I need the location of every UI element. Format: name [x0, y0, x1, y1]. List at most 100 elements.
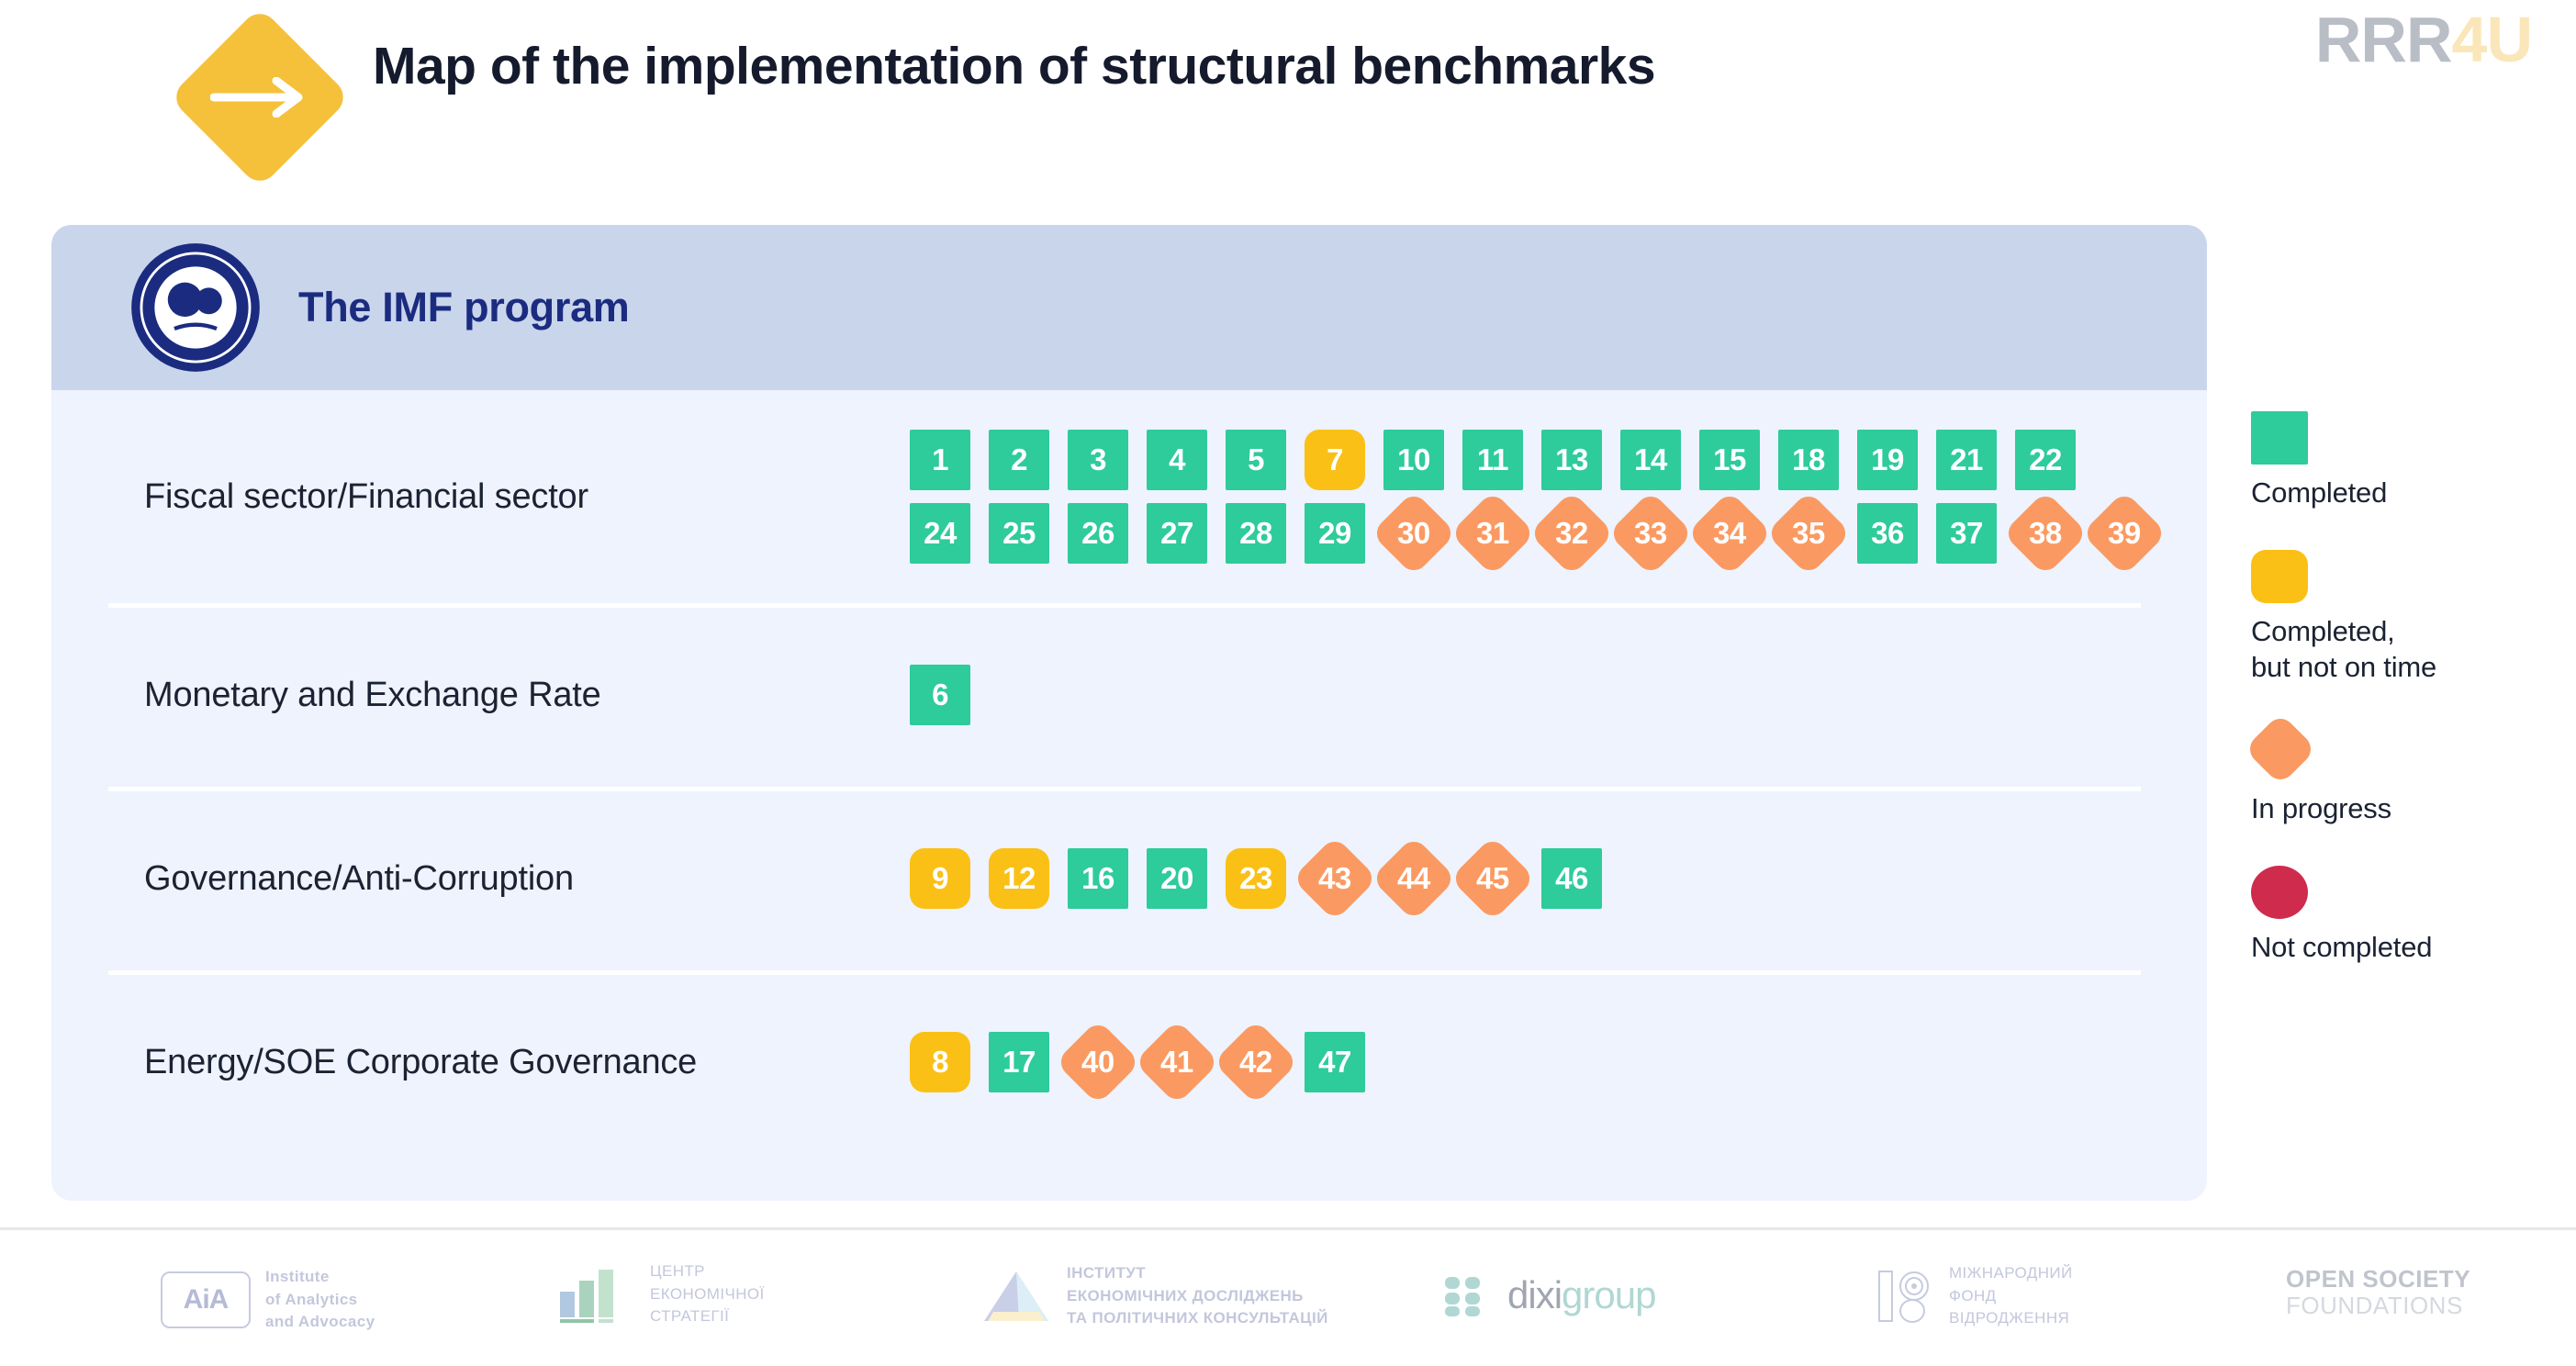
- benchmark-badge-21[interactable]: 21: [1936, 430, 1997, 490]
- legend-swatch-rounded-square: [2251, 549, 2308, 603]
- category-label: Governance/Anti-Corruption: [144, 858, 574, 898]
- benchmark-number: 31: [1476, 516, 1509, 550]
- benchmark-badge-12[interactable]: 12: [989, 848, 1049, 909]
- benchmark-number: 15: [1713, 442, 1746, 476]
- open-society-foundations-logo: OPEN SOCIETY FOUNDATIONS: [2286, 1265, 2470, 1320]
- benchmark-badge-24[interactable]: 24: [910, 503, 970, 564]
- dixi-word: dixi: [1507, 1273, 1562, 1316]
- benchmark-badge-45[interactable]: 45: [1450, 835, 1536, 922]
- benchmark-badge-30[interactable]: 30: [1371, 490, 1457, 577]
- benchmark-badge-28[interactable]: 28: [1226, 503, 1286, 564]
- benchmark-badge-46[interactable]: 46: [1541, 848, 1602, 909]
- badge-area: 6: [910, 658, 2189, 732]
- benchmark-number: 9: [932, 861, 948, 895]
- benchmark-badge-17[interactable]: 17: [989, 1032, 1049, 1092]
- footer: AiA Institute of Analytics and Advocacy …: [0, 1244, 2576, 1366]
- benchmark-badge-25[interactable]: 25: [989, 503, 1049, 564]
- legend-label: Completed, but not on time: [2251, 614, 2437, 683]
- benchmark-number: 42: [1239, 1045, 1272, 1079]
- benchmark-number: 4: [1169, 442, 1185, 476]
- benchmark-badge-34[interactable]: 34: [1686, 490, 1773, 577]
- benchmark-badge-19[interactable]: 19: [1857, 430, 1918, 490]
- benchmark-number: 21: [1950, 442, 1983, 476]
- benchmark-badge-22[interactable]: 22: [2015, 430, 2076, 490]
- benchmark-badge-4[interactable]: 4: [1147, 430, 1207, 490]
- aia-logo-text: Institute of Analytics and Advocacy: [265, 1268, 375, 1331]
- benchmark-number: 47: [1318, 1045, 1351, 1079]
- triangle-icon: [984, 1271, 1048, 1321]
- legend-label: In progress: [2251, 792, 2391, 825]
- legend-label: Completed: [2251, 476, 2388, 509]
- benchmark-badge-44[interactable]: 44: [1371, 835, 1457, 922]
- benchmark-number: 11: [1477, 442, 1508, 476]
- benchmark-number: 41: [1160, 1045, 1193, 1079]
- benchmark-badge-33[interactable]: 33: [1607, 490, 1694, 577]
- benchmark-badge-10[interactable]: 10: [1383, 430, 1444, 490]
- benchmark-badge-9[interactable]: 9: [910, 848, 970, 909]
- benchmark-badge-11[interactable]: 11: [1462, 430, 1523, 490]
- benchmark-badge-42[interactable]: 42: [1213, 1019, 1299, 1105]
- benchmark-badge-13[interactable]: 13: [1541, 430, 1602, 490]
- page-title: Map of the implementation of structural …: [373, 37, 1656, 95]
- dixigroup-logo-text: dixigroup: [1507, 1273, 1656, 1317]
- benchmark-number: 18: [1792, 442, 1825, 476]
- benchmark-number: 32: [1555, 516, 1588, 550]
- benchmark-badge-18[interactable]: 18: [1778, 430, 1839, 490]
- benchmark-badge-2[interactable]: 2: [989, 430, 1049, 490]
- benchmark-badge-27[interactable]: 27: [1147, 503, 1207, 564]
- benchmark-badge-14[interactable]: 14: [1620, 430, 1681, 490]
- benchmark-badge-1[interactable]: 1: [910, 430, 970, 490]
- benchmark-badge-16[interactable]: 16: [1068, 848, 1128, 909]
- benchmark-badge-7[interactable]: 7: [1305, 430, 1365, 490]
- benchmark-badge-47[interactable]: 47: [1305, 1032, 1365, 1092]
- benchmark-number: 30: [1397, 516, 1430, 550]
- benchmark-badge-26[interactable]: 26: [1068, 503, 1128, 564]
- benchmark-badge-39[interactable]: 39: [2081, 490, 2167, 577]
- category-label: Monetary and Exchange Rate: [144, 675, 601, 714]
- benchmark-number: 3: [1090, 442, 1106, 476]
- legend-swatch-square: [2251, 411, 2308, 465]
- aia-mark-icon: AiA: [161, 1271, 251, 1328]
- benchmark-number: 25: [1002, 516, 1036, 550]
- benchmark-badge-43[interactable]: 43: [1292, 835, 1378, 922]
- row-separator: [108, 970, 2141, 975]
- centre-for-economic-strategy-logo: ЦЕНТР ЕКОНОМІЧНОЇ СТРАТЕГІЇ: [558, 1260, 765, 1328]
- benchmark-badge-3[interactable]: 3: [1068, 430, 1128, 490]
- legend-item-late: Completed, but not on time: [2251, 549, 2554, 686]
- benchmark-badge-35[interactable]: 35: [1765, 490, 1852, 577]
- benchmark-badge-5[interactable]: 5: [1226, 430, 1286, 490]
- benchmark-badge-29[interactable]: 29: [1305, 503, 1365, 564]
- benchmark-badge-20[interactable]: 20: [1147, 848, 1207, 909]
- ces-logo-text: ЦЕНТР ЕКОНОМІЧНОЇ СТРАТЕГІЇ: [650, 1262, 765, 1326]
- benchmark-number: 33: [1634, 516, 1667, 550]
- benchmark-badge-32[interactable]: 32: [1529, 490, 1615, 577]
- benchmark-badge-23[interactable]: 23: [1226, 848, 1286, 909]
- benchmark-badge-37[interactable]: 37: [1936, 503, 1997, 564]
- brand-rrr: RRR: [2314, 4, 2453, 75]
- footer-divider: [0, 1227, 2576, 1230]
- osf-line-2: FOUNDATIONS: [2286, 1292, 2463, 1320]
- benchmark-badge-36[interactable]: 36: [1857, 503, 1918, 564]
- badge-line: 6: [910, 658, 2189, 732]
- benchmark-badge-41[interactable]: 41: [1134, 1019, 1220, 1105]
- benchmark-number: 16: [1081, 861, 1114, 895]
- benchmark-badge-15[interactable]: 15: [1699, 430, 1760, 490]
- benchmark-badge-8[interactable]: 8: [910, 1032, 970, 1092]
- institute-of-analytics-and-advocacy-logo: AiA Institute of Analytics and Advocacy: [161, 1266, 375, 1334]
- benchmark-badge-31[interactable]: 31: [1450, 490, 1536, 577]
- benchmark-number: 45: [1476, 861, 1509, 895]
- benchmark-badge-40[interactable]: 40: [1055, 1019, 1141, 1105]
- ier-logo-text: ІНСТИТУТ ЕКОНОМІЧНИХ ДОСЛІДЖЕНЬ ТА ПОЛІТ…: [1067, 1264, 1328, 1327]
- dixi-mark-icon: [1445, 1277, 1480, 1316]
- benchmark-badge-38[interactable]: 38: [2002, 490, 2089, 577]
- institute-for-economic-research-logo: ІНСТИТУТ ЕКОНОМІЧНИХ ДОСЛІДЖЕНЬ ТА ПОЛІТ…: [980, 1262, 1328, 1330]
- category-row: Monetary and Exchange Rate 6: [51, 603, 2207, 787]
- bar-chart-icon: [560, 1269, 613, 1323]
- category-label: Energy/SOE Corporate Governance: [144, 1042, 698, 1081]
- benchmark-badge-6[interactable]: 6: [910, 665, 970, 725]
